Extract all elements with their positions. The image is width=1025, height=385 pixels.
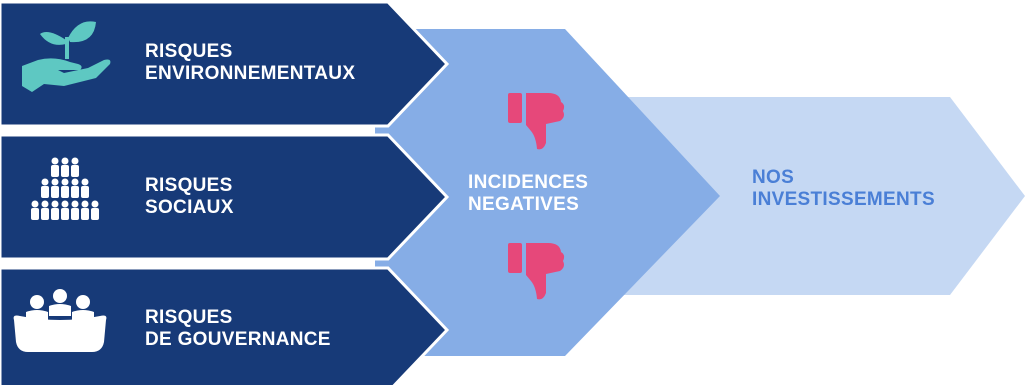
risk-arrow-environment [0,0,450,128]
investments-label: NOS INVESTISSEMENTS [752,167,935,210]
investments-arrow [560,97,1025,295]
risk-arrow-social [0,133,450,261]
incidences-label: INCIDENCES NEGATIVES [468,172,589,215]
plant-in-hand-icon [22,21,111,92]
risk-arrow-governance [0,266,450,385]
meeting-table-icon [13,289,107,352]
risk-label-governance: RISQUES DE GOUVERNANCE [145,307,331,350]
risk-label-social: RISQUES SOCIAUX [145,175,234,218]
risk-label-environment: RISQUES ENVIRONNEMENTAUX [145,41,356,84]
incidences-arrow [375,29,720,356]
people-pyramid-icon [31,157,99,220]
